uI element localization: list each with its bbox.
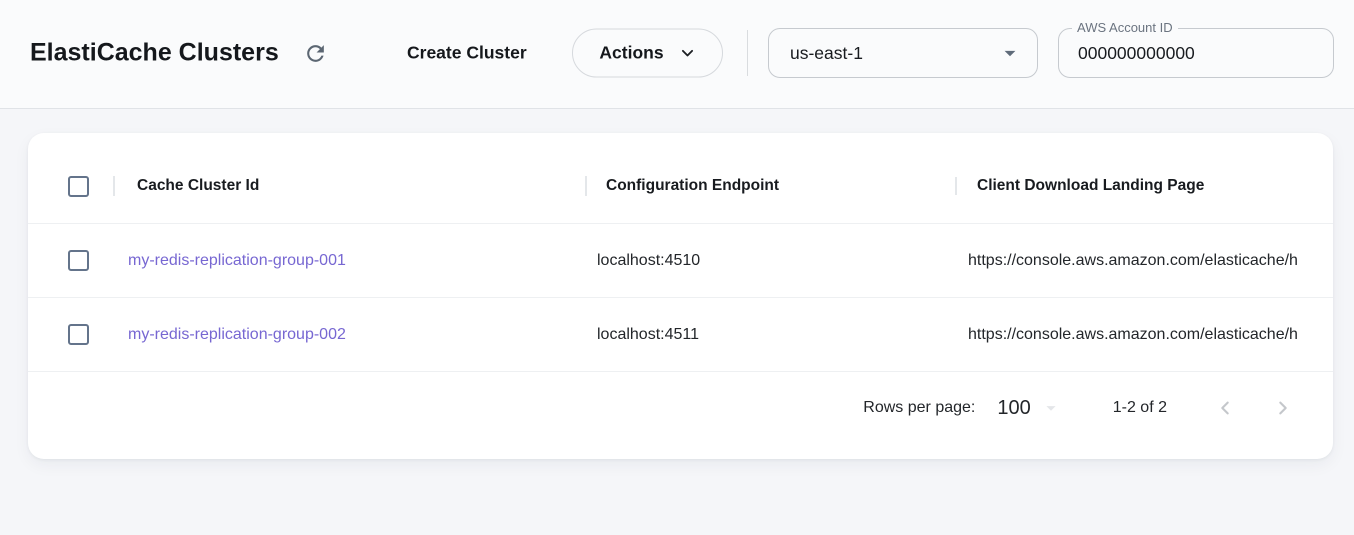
- chevron-down-icon: [679, 45, 696, 62]
- rows-per-page-value: 100: [997, 396, 1031, 419]
- row-checkbox[interactable]: [68, 324, 89, 345]
- aws-account-id-label: AWS Account ID: [1072, 20, 1178, 35]
- create-cluster-button[interactable]: Create Cluster: [407, 42, 527, 63]
- cluster-id-link[interactable]: my-redis-replication-group-001: [128, 251, 346, 269]
- rows-per-page-select[interactable]: 100: [997, 397, 1061, 420]
- table-header-row: Cache Cluster Id Configuration Endpoint …: [28, 149, 1333, 224]
- client-download-url-cell: https://console.aws.amazon.com/elasticac…: [968, 251, 1298, 269]
- chevron-left-icon: [1213, 396, 1237, 420]
- configuration-endpoint-cell: localhost:4511: [597, 325, 699, 343]
- next-page-button[interactable]: [1270, 395, 1296, 421]
- clusters-table-card: Cache Cluster Id Configuration Endpoint …: [28, 133, 1333, 459]
- aws-account-id-field: AWS Account ID: [1058, 20, 1334, 78]
- region-select-value: us-east-1: [790, 42, 863, 63]
- chevron-right-icon: [1271, 396, 1295, 420]
- previous-page-button[interactable]: [1212, 395, 1238, 421]
- column-header-client-download-landing-page: Client Download Landing Page: [977, 177, 1205, 194]
- refresh-button[interactable]: [301, 39, 329, 67]
- select-all-checkbox[interactable]: [68, 175, 89, 197]
- pagination-range-label: 1-2 of 2: [1112, 399, 1167, 416]
- rows-per-page-label: Rows per page:: [863, 399, 976, 416]
- toolbar-divider: [747, 30, 748, 76]
- row-checkbox[interactable]: [68, 250, 89, 271]
- pagination-bar: Rows per page: 100 1-2 of 2: [28, 372, 1333, 444]
- actions-button-label: Actions: [599, 42, 664, 63]
- client-download-url-cell: https://console.aws.amazon.com/elasticac…: [968, 325, 1298, 343]
- table-row: my-redis-replication-group-002 localhost…: [28, 298, 1333, 372]
- aws-account-id-input[interactable]: [1059, 29, 1333, 77]
- table-row: my-redis-replication-group-001 localhost…: [28, 224, 1333, 298]
- actions-button[interactable]: Actions: [572, 28, 723, 78]
- refresh-icon: [303, 41, 328, 66]
- column-header-configuration-endpoint: Configuration Endpoint: [606, 177, 780, 194]
- dropdown-arrow-icon: [997, 40, 1023, 66]
- region-select[interactable]: us-east-1: [768, 28, 1038, 78]
- dropdown-arrow-icon: [1040, 397, 1062, 419]
- top-toolbar: ElastiCache Clusters Create Cluster Acti…: [0, 0, 1354, 109]
- page-title: ElastiCache Clusters: [30, 38, 279, 67]
- configuration-endpoint-cell: localhost:4510: [597, 251, 701, 269]
- column-header-cache-cluster-id: Cache Cluster Id: [137, 177, 260, 194]
- cluster-id-link[interactable]: my-redis-replication-group-002: [128, 325, 346, 343]
